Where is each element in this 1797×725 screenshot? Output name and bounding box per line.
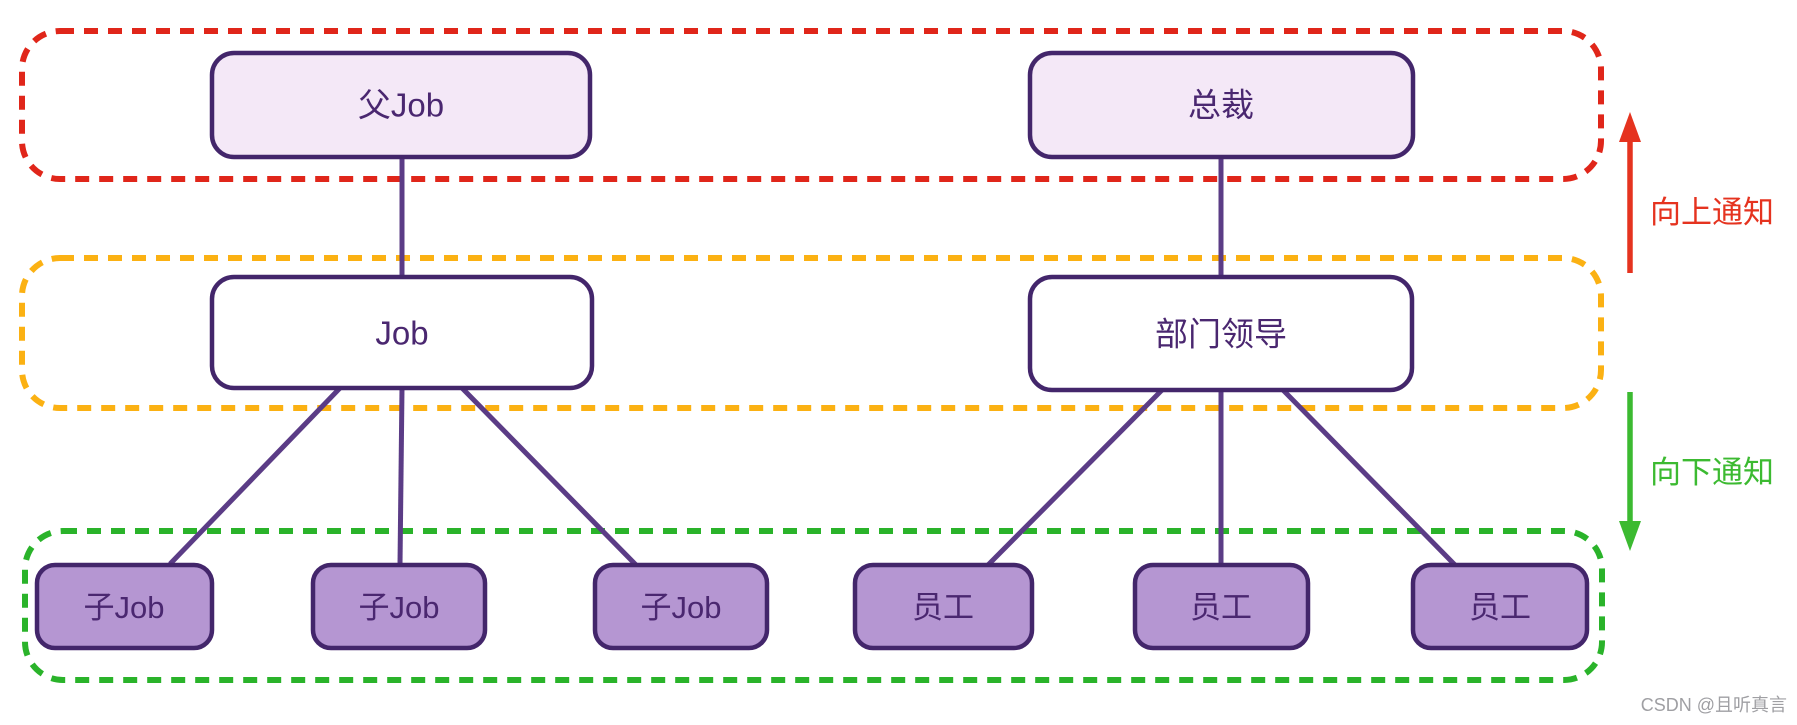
node-dept-leader-label: 部门领导: [1155, 316, 1287, 353]
down-notify-annotation: 向下通知: [1619, 392, 1774, 551]
node-child-job-1-label: 子Job: [84, 590, 165, 625]
node-employee-2-label: 员工: [1190, 590, 1252, 625]
band-middle-level: [19, 255, 1604, 411]
edge-deptleader-employee-3: [1281, 388, 1457, 567]
edge-deptleader-employee-1: [986, 388, 1164, 567]
band-bottom-level: [22, 528, 1605, 683]
down-arrow-icon: [1619, 521, 1641, 551]
down-notify-label: 向下通知: [1650, 455, 1774, 490]
node-president: 总裁: [1027, 50, 1416, 160]
edge-job-childjob-3: [460, 386, 639, 568]
node-employee-1-box: [852, 562, 1035, 651]
node-child-job-3-label: 子Job: [641, 590, 722, 625]
edge-job-childjob-2: [397, 387, 405, 566]
node-parent-job-box: [209, 50, 593, 160]
node-child-job-1: 子Job: [34, 562, 215, 651]
up-notify-annotation: 向上通知: [1619, 112, 1774, 273]
node-parent-job: 父Job: [209, 50, 593, 160]
node-president-box: [1027, 50, 1416, 160]
node-employee-3: 员工: [1410, 562, 1590, 651]
node-dept-leader-box: [1027, 274, 1415, 393]
node-employee-3-box: [1410, 562, 1590, 651]
node-job: Job: [209, 274, 595, 391]
watermark: CSDN @且听真言: [1641, 695, 1787, 715]
node-employee-1-label: 员工: [912, 590, 974, 625]
node-employee-2-box: [1132, 562, 1311, 651]
band-top-level: [19, 28, 1604, 182]
node-child-job-3-box: [592, 562, 770, 651]
edge-job-childjob-1: [168, 386, 342, 566]
node-child-job-1-box: [34, 562, 215, 651]
node-job-box: [209, 274, 595, 391]
node-president-label: 总裁: [1188, 87, 1254, 124]
up-arrow-icon: [1619, 112, 1641, 142]
node-parent-job-label: 父Job: [358, 87, 444, 124]
node-employee-2: 员工: [1132, 562, 1311, 651]
node-employee-3-label: 员工: [1469, 590, 1531, 625]
node-child-job-3: 子Job: [592, 562, 770, 651]
node-child-job-2: 子Job: [310, 562, 488, 651]
node-child-job-2-box: [310, 562, 488, 651]
edges: [168, 157, 1457, 568]
node-employee-1: 员工: [852, 562, 1035, 651]
up-notify-label: 向上通知: [1650, 195, 1774, 230]
node-dept-leader: 部门领导: [1027, 274, 1415, 393]
node-child-job-2-label: 子Job: [359, 590, 440, 625]
node-job-label: Job: [375, 315, 428, 352]
